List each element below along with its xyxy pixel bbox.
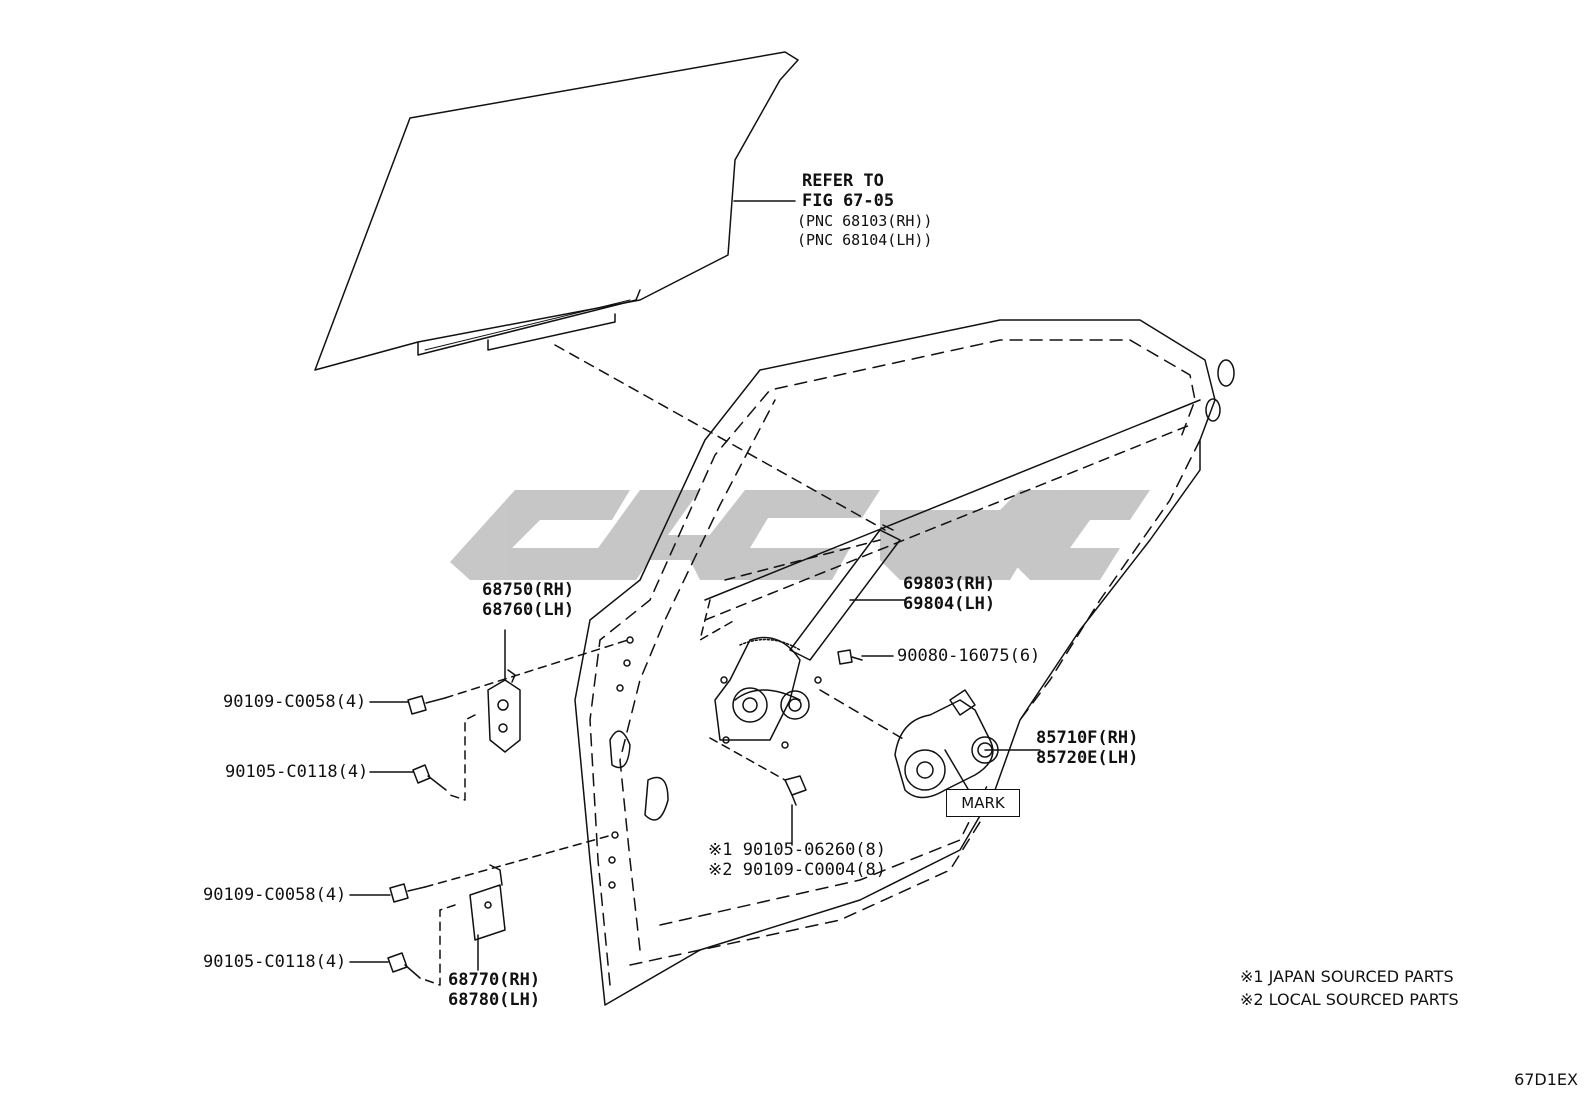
- window-regulator: [714, 524, 901, 749]
- regulator-motor-dashed: [819, 689, 906, 741]
- note-local-sourced: ※2 LOCAL SOURCED PARTS: [1240, 990, 1459, 1009]
- bolt-lower-2-label[interactable]: 90105-C0118(4): [203, 952, 347, 972]
- bolt-lower-1-label[interactable]: 90109-C0058(4): [203, 885, 347, 905]
- regulator-label-lh[interactable]: 69804(LH): [903, 594, 996, 614]
- fastener-2-label[interactable]: ※2 90109-C0004(8): [708, 860, 887, 880]
- motor-label-rh[interactable]: 85710F(RH): [1036, 728, 1139, 748]
- glass-callout-line3: (PNC 68103(RH)): [797, 212, 933, 230]
- regulator-motor: [894, 689, 999, 799]
- bolt-lower-1: [389, 883, 426, 903]
- figure-id: 67D1EX: [1514, 1070, 1578, 1089]
- upper-hinge-label-rh[interactable]: 68750(RH): [482, 580, 575, 600]
- door-frame: [574, 319, 1235, 1006]
- regulator-bolt-label[interactable]: 90080-16075(6): [897, 646, 1041, 666]
- glass-callout-line4: (PNC 68104(LH)): [797, 231, 933, 249]
- lower-hinge-label-lh[interactable]: 68780(LH): [448, 990, 541, 1010]
- bolt-upper-2-label[interactable]: 90105-C0118(4): [225, 762, 369, 782]
- fastener-1-label[interactable]: ※1 90105-06260(8): [708, 840, 887, 860]
- glass-callout-line1: REFER TO: [802, 171, 884, 191]
- lower-hinge-label-rh[interactable]: 68770(RH): [448, 970, 541, 990]
- bolt-upper-1-label[interactable]: 90109-C0058(4): [223, 692, 367, 712]
- bolt-lower-2: [387, 952, 421, 979]
- regulator-bolt: [837, 649, 863, 665]
- bolt-upper-1: [407, 695, 446, 715]
- watermark-logo: [450, 490, 1150, 580]
- regulator-label-rh[interactable]: 69803(RH): [903, 574, 996, 594]
- fastener-bolt: [784, 775, 807, 806]
- door-glass: [314, 51, 799, 371]
- glass-callout-line2: FIG 67-05: [802, 191, 895, 211]
- upper-hinge-label-lh[interactable]: 68760(LH): [482, 600, 575, 620]
- lower-hinge: [469, 864, 506, 941]
- note-japan-sourced: ※1 JAPAN SOURCED PARTS: [1240, 967, 1454, 986]
- mark-box: MARK: [946, 789, 1020, 817]
- motor-label-lh[interactable]: 85720E(LH): [1036, 748, 1139, 768]
- bolt-upper-2: [412, 764, 447, 791]
- glass-regulator-dashed: [554, 344, 886, 531]
- hinge-dashed-lines: [419, 639, 786, 986]
- leader-lines: [349, 599, 1041, 971]
